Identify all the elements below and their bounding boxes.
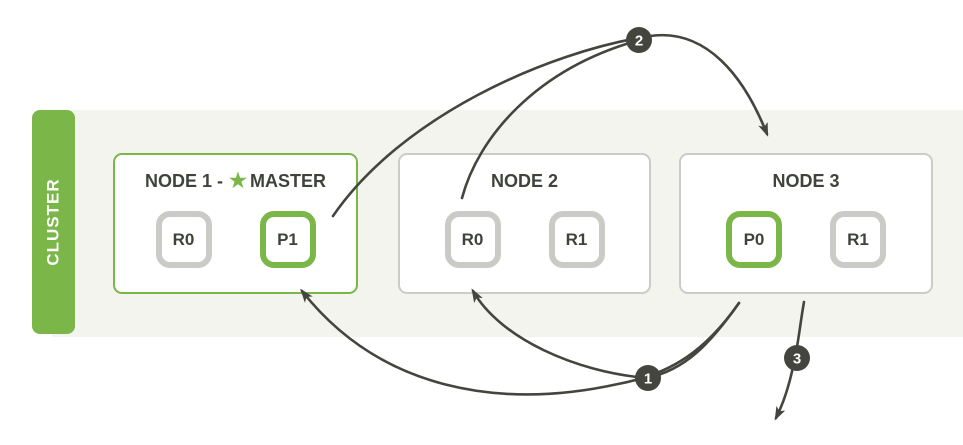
shard-r1-node-3: R1 [830, 211, 886, 268]
shard-r1-node-2: R1 [548, 211, 605, 268]
step-1-circle [635, 365, 661, 391]
step-badge-2: 2 [626, 27, 652, 53]
shard-p1-node-1: P1 [259, 211, 316, 268]
node-3-title-text: NODE 3 [772, 171, 840, 191]
step-2-circle [626, 27, 652, 53]
master-star-icon: ★ [229, 170, 247, 192]
step-3-circle [784, 345, 810, 371]
cluster-label-bar: CLUSTER [32, 110, 75, 334]
node-3-shards: P0 R1 [726, 211, 886, 268]
shard-p0-node-3: P0 [726, 211, 782, 268]
node-2-box: NODE 2 R0 R1 [398, 153, 651, 294]
cluster-label: CLUSTER [43, 178, 63, 266]
node-1-shards: R0 P1 [155, 211, 316, 268]
node-2-title-text: NODE 2 [490, 171, 559, 191]
shard-r0-node-2: R0 [444, 211, 501, 268]
step-3-number: 3 [793, 351, 801, 368]
node-1-box: NODE 1 - ★ MASTER R0 P1 [113, 153, 358, 294]
shard-r0-node-1: R0 [155, 211, 212, 268]
step-1-number: 1 [644, 371, 652, 388]
node-2-shards: R0 R1 [444, 211, 605, 268]
node-3-title: NODE 3 [772, 170, 839, 192]
step-badge-1: 1 [635, 365, 661, 391]
step-2-number: 2 [635, 33, 643, 50]
node-1-title-text: NODE 1 - [145, 171, 224, 191]
node-2-title: NODE 2 [491, 170, 558, 192]
step-badge-3: 3 [784, 345, 810, 371]
node-1-title: NODE 1 - ★ MASTER [145, 170, 326, 192]
node-3-box: NODE 3 P0 R1 [679, 153, 933, 294]
node-1-master-label: MASTER [249, 171, 326, 191]
